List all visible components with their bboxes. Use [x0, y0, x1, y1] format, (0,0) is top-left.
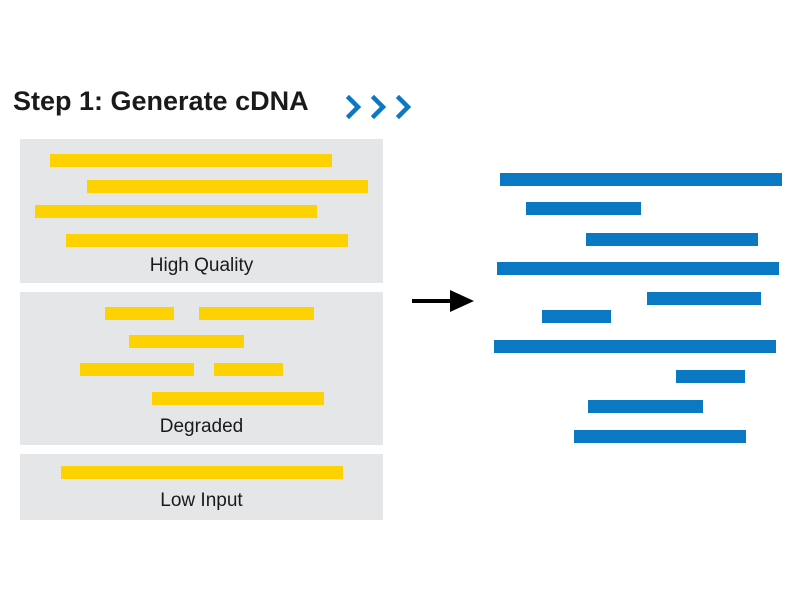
step-title: Step 1: Generate cDNA [13, 86, 309, 116]
cdna-fragment [676, 370, 745, 383]
panel-high-quality: High Quality [20, 139, 383, 283]
rna-fragment [129, 335, 244, 348]
cdna-fragment [526, 202, 641, 215]
cdna-fragment [647, 292, 761, 305]
cdna-fragment [574, 430, 746, 443]
rna-fragment [214, 363, 283, 376]
panel-low-input: Low Input [20, 454, 383, 520]
panel-label: Degraded [159, 416, 244, 437]
rna-fragment [50, 154, 332, 167]
triple-chevron-right-icon [345, 95, 412, 119]
rna-fragment [152, 392, 324, 405]
rna-fragment [87, 180, 368, 193]
rna-fragment [35, 205, 317, 218]
panel-label: High Quality [149, 255, 254, 276]
cdna-fragment [500, 173, 782, 186]
cdna-fragment [494, 340, 776, 353]
cdna-fragment [586, 233, 758, 246]
cdna-fragment [542, 310, 611, 323]
cdna-fragment [588, 400, 703, 413]
rna-fragment [105, 307, 174, 320]
rna-fragment [80, 363, 194, 376]
arrow-right-icon [412, 290, 474, 312]
panel-degraded: Degraded [20, 292, 383, 445]
cdna-fragment [497, 262, 779, 275]
rna-fragment [199, 307, 314, 320]
rna-fragment [66, 234, 348, 247]
panel-label: Low Input [160, 490, 243, 511]
rna-fragment [61, 466, 343, 479]
